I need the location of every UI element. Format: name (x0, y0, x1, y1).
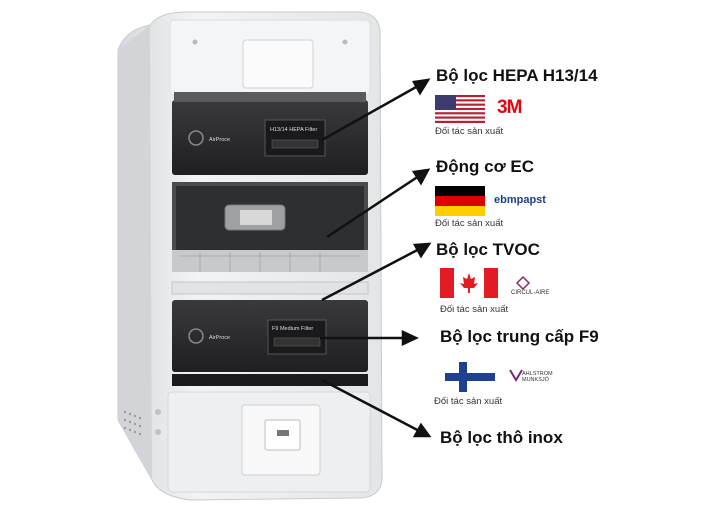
svg-text:AirProce: AirProce (209, 137, 230, 143)
label-hepa-filter: Bộ lọc HEPA H13/14 (436, 66, 598, 85)
label-f9-filter: Bộ lọc trung cấp F9 (440, 327, 599, 346)
svg-text:H13/14 HEPA Filter: H13/14 HEPA Filter (270, 127, 317, 133)
arrow-inox (321, 378, 426, 436)
arrow-hepa (321, 80, 426, 142)
circul-aire-logo-icon (515, 275, 531, 291)
side-grille-icon (123, 410, 142, 436)
partner-caption-hepa: Đối tác sản xuất (435, 126, 504, 137)
f9-logo-icon (188, 328, 204, 344)
brand-ahlstrom: AHLSTROM MUNKSJÖ (522, 371, 553, 383)
housing-side (118, 25, 152, 480)
label-tvoc-filter: Bộ lọc TVOC (436, 240, 540, 259)
label-inox-filter: Bộ lọc thô inox (440, 428, 563, 447)
partner-caption-f9: Đối tác sản xuất (434, 396, 503, 407)
svg-text:AirProce: AirProce (209, 335, 230, 341)
brand-circul-aire: CIRCUL-AIRE (511, 290, 550, 296)
hepa-logo-icon (188, 130, 204, 146)
ahlstrom-logo-icon (509, 369, 523, 382)
brand-3m: 3M (497, 97, 522, 118)
canada-flag-icon (440, 268, 498, 298)
label-ec-motor: Động cơ EC (436, 157, 535, 176)
svg-text:F9 Medium Filter: F9 Medium Filter (272, 326, 313, 332)
brand-ebmpapst: ebmpapst (494, 194, 546, 206)
inox-filter (172, 374, 368, 386)
arrow-ec (326, 170, 426, 239)
finland-flag-icon (445, 362, 495, 392)
germany-flag-icon (435, 186, 485, 216)
arrow-tvoc (321, 244, 426, 302)
partner-caption-ec: Đối tác sản xuất (435, 218, 504, 229)
tvoc-filter (171, 281, 369, 295)
partner-caption-tvoc: Đối tác sản xuất (440, 304, 509, 315)
usa-flag-icon (435, 95, 485, 123)
